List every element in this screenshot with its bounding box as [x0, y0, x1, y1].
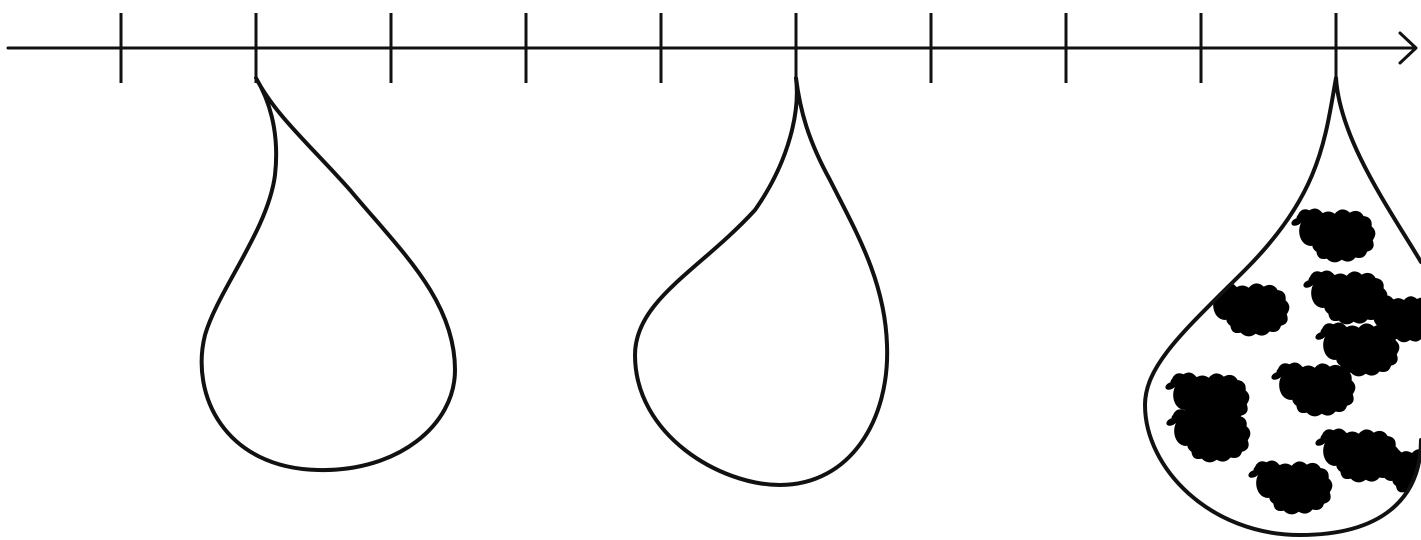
sheep-icon [1247, 460, 1332, 519]
timeline [8, 13, 1416, 83]
sheep-icon [1270, 362, 1355, 421]
sheep-icon [1204, 282, 1289, 341]
empty-drop-2 [635, 78, 887, 485]
sheep-icon [1165, 408, 1250, 467]
empty-drop-1 [202, 78, 455, 470]
sheep-flock [1164, 208, 1421, 519]
sheep-drop [1145, 78, 1421, 535]
sheep-icon [1290, 208, 1375, 267]
